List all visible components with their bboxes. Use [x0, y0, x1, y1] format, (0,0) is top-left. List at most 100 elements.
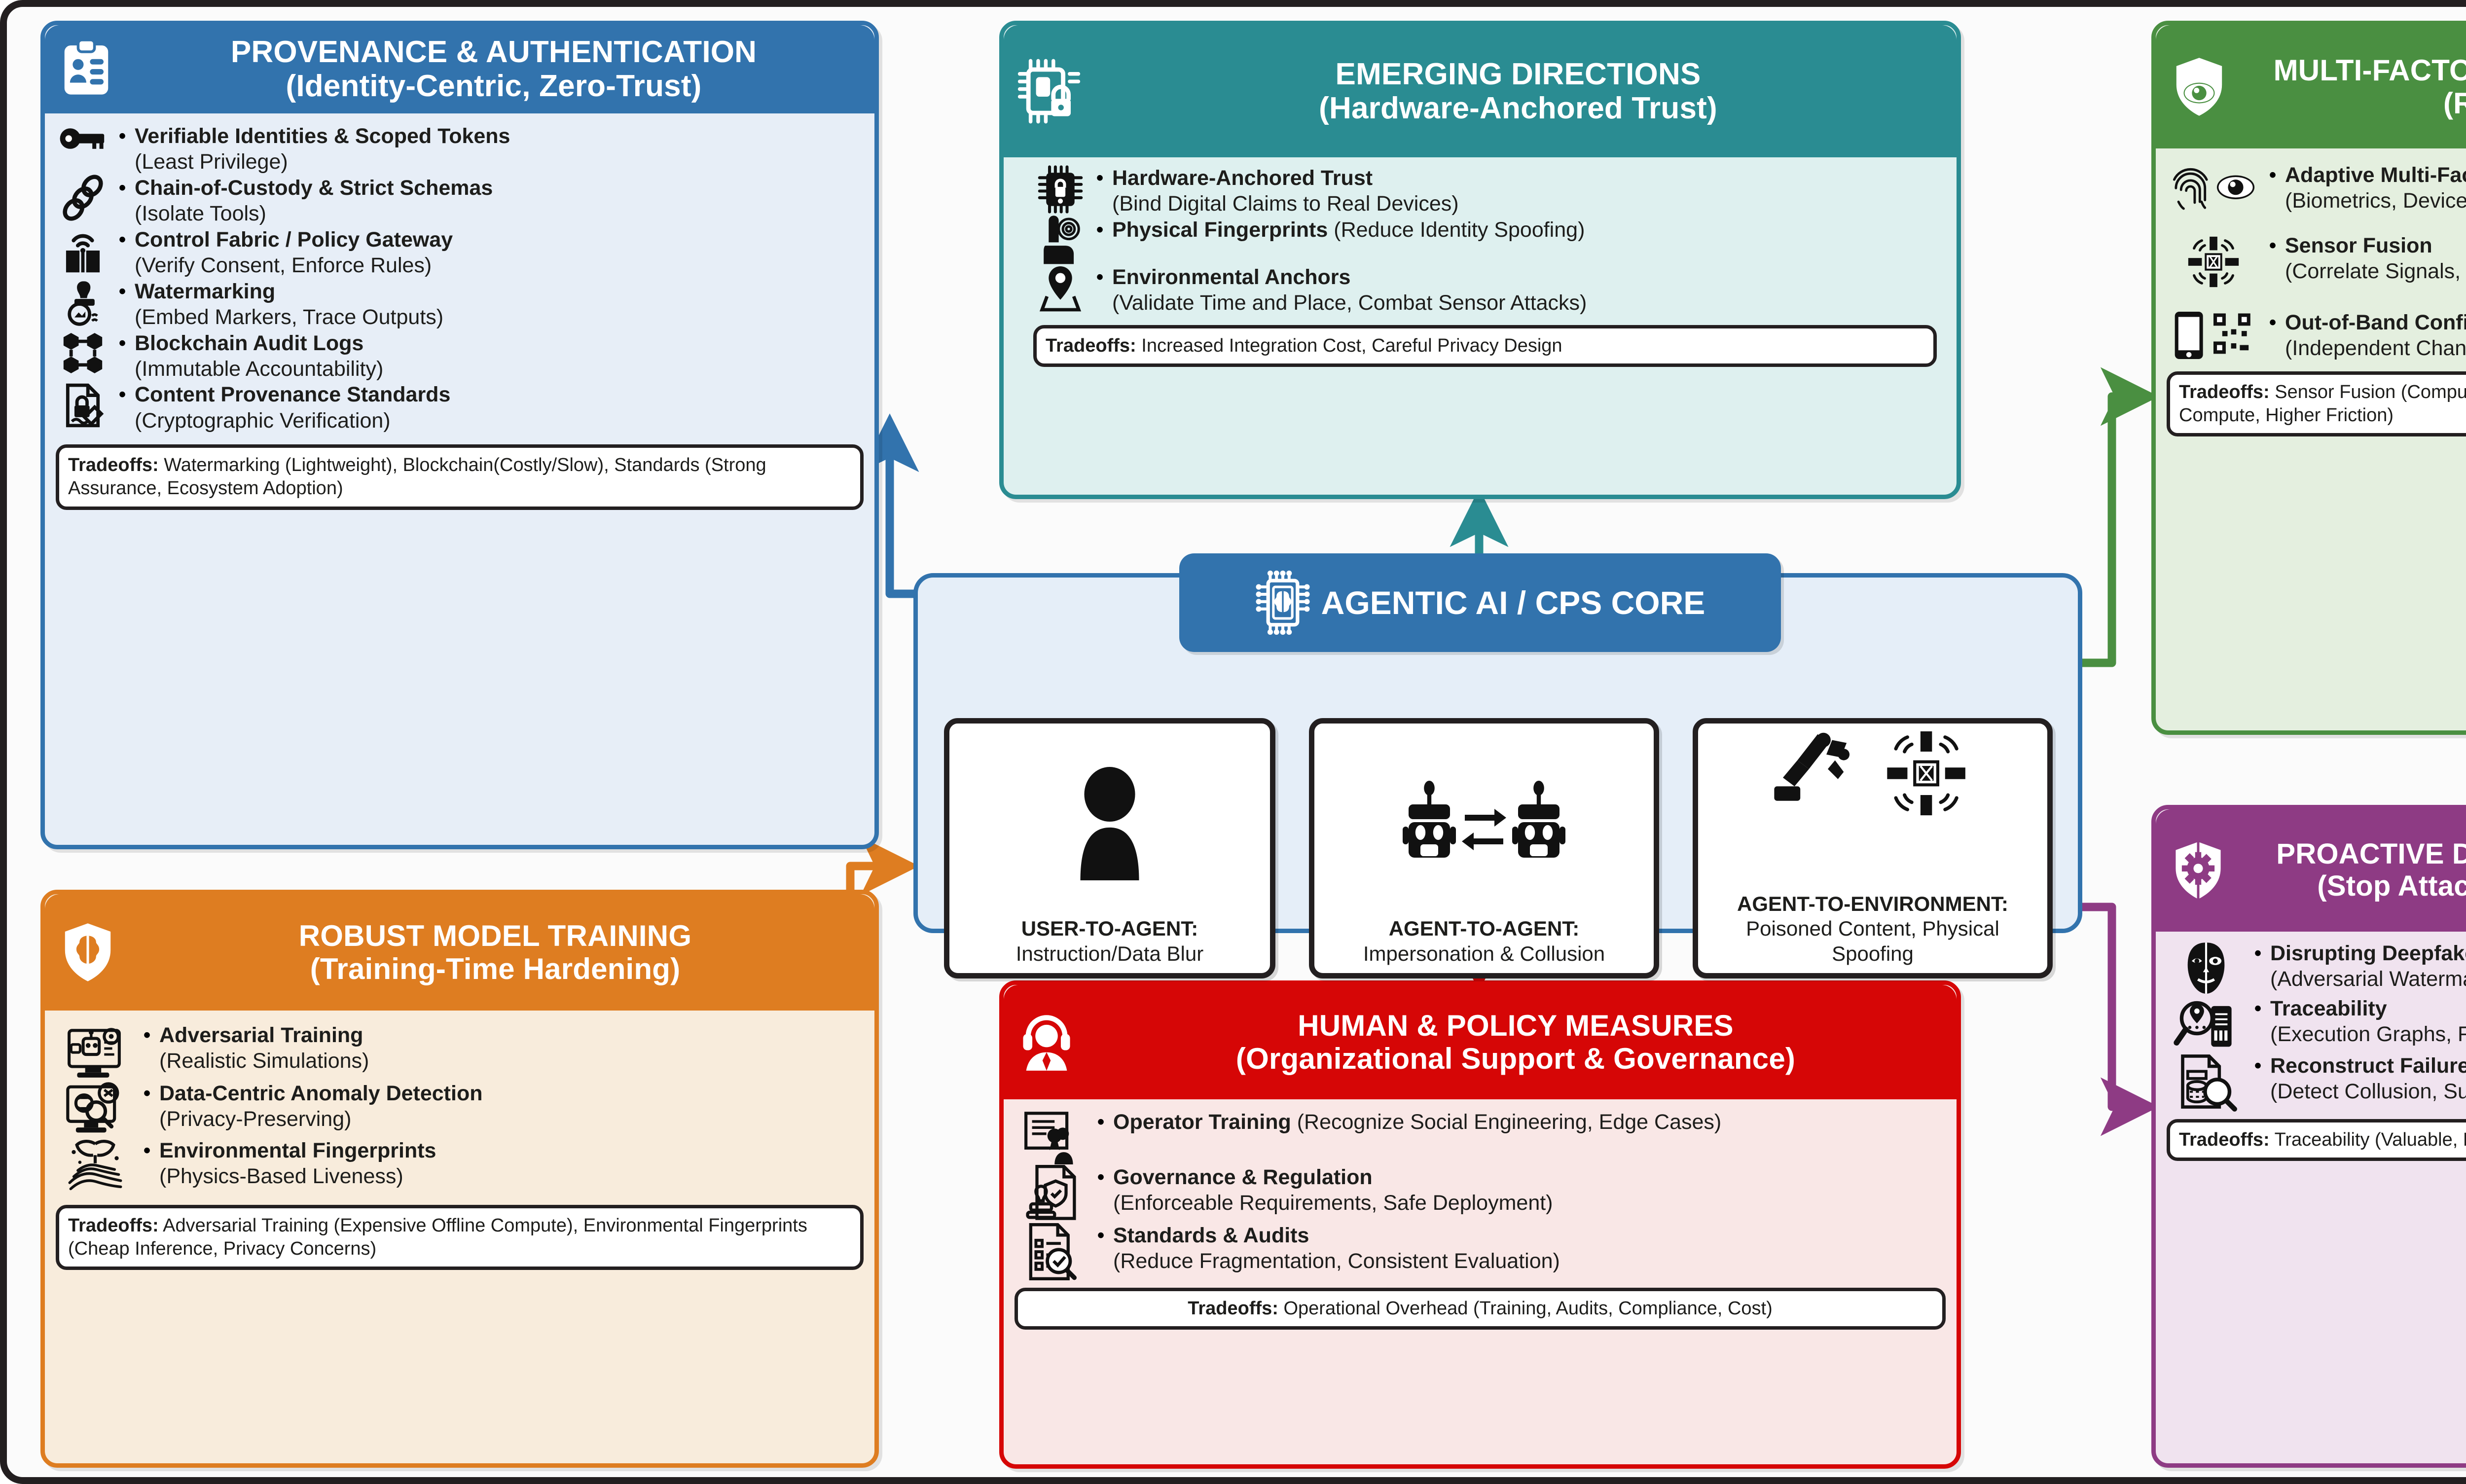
panel-body: • Adversarial Training (Realistic Simula… — [45, 1011, 874, 1279]
list-item-text: Verifiable Identities & Scoped Tokens (L… — [135, 123, 864, 175]
attack-surface-agent-to-agent[interactable]: AGENT-TO-AGENT: Impersonation & Collusio… — [1309, 718, 1659, 978]
tradeoffs-label: Tradeoffs: — [68, 1215, 159, 1236]
item-detail: (Least Privilege) — [135, 150, 288, 174]
list-item[interactable]: • Governance & Regulation (Enforceable R… — [1015, 1164, 1946, 1223]
panel-title: PROACTIVE DEFENSES & TRACEABILITY — [2276, 838, 2466, 870]
bullet-marker: • — [1096, 166, 1104, 190]
list-item[interactable]: • Blockchain Audit Logs (Immutable Accou… — [56, 330, 864, 382]
list-item-text: Reconstruct Failures (Detect Collusion, … — [2270, 1053, 2466, 1105]
attack-surface-agent-to-environment[interactable]: AGENT-TO-ENVIRONMENT: Poisoned Content, … — [1693, 718, 2053, 978]
list-item-text: Chain-of-Custody & Strict Schemas (Isola… — [135, 175, 864, 227]
tradeoffs-box: Tradeoffs: Increased Integration Cost, C… — [1033, 325, 1937, 367]
list-item-text: Adversarial Training (Realistic Simulati… — [159, 1022, 864, 1074]
bullet-marker: • — [143, 1023, 151, 1047]
item-title: Adaptive Multi-Factor Checks — [2285, 163, 2466, 187]
list-item[interactable]: • Sensor Fusion (Correlate Signals, Spot… — [2167, 233, 2466, 291]
list-item[interactable]: • Reconstruct Failures (Detect Collusion… — [2167, 1053, 2466, 1112]
item-title: Chain-of-Custody & Strict Schemas — [135, 176, 493, 200]
attack-surface-caption: AGENT-TO-AGENT: Impersonation & Collusio… — [1363, 916, 1605, 966]
map-pin-icon — [1033, 264, 1088, 312]
list-item-text: Physical Fingerprints (Reduce Identity S… — [1112, 217, 1937, 243]
panel-body: • Verifiable Identities & Scoped Tokens … — [45, 113, 874, 519]
tradeoffs-label: Tradeoffs: — [68, 455, 159, 476]
panel-subtitle: (Hardware-Anchored Trust) — [1319, 91, 1717, 125]
item-detail: (Recognize Social Engineering, Edge Case… — [1297, 1110, 1722, 1134]
person-icon — [954, 730, 1265, 916]
attack-surface-user-to-agent[interactable]: USER-TO-AGENT: Instruction/Data Blur — [944, 718, 1275, 978]
agentic-ai-cps-core[interactable]: AGENTIC AI / CPS CORE — [1179, 553, 1781, 652]
bullet-marker: • — [1096, 217, 1104, 242]
list-item[interactable]: • Verifiable Identities & Scoped Tokens … — [56, 123, 864, 175]
robot-monitor-gear-icon — [56, 1022, 135, 1081]
bullet-marker: • — [118, 279, 126, 303]
list-item-text: Blockchain Audit Logs (Immutable Account… — [135, 330, 864, 382]
checklist-audit-icon — [1015, 1223, 1088, 1281]
document-magnifier-icon — [2167, 1053, 2246, 1112]
panel-title: MULTI-FACTOR & CONTEXT VALIDATION — [2273, 53, 2466, 87]
item-detail: (Correlate Signals, Spot Mismatches) — [2285, 259, 2466, 284]
bullet-list: • Verifiable Identities & Scoped Tokens … — [56, 121, 864, 434]
list-item[interactable]: • Adaptive Multi-Factor Checks (Biometri… — [2167, 162, 2466, 214]
attack-surface-key: AGENT-TO-AGENT: — [1388, 917, 1580, 941]
list-item-text: Environmental Fingerprints (Physics-Base… — [159, 1138, 864, 1190]
list-item[interactable]: • Hardware-Anchored Trust (Bind Digital … — [1033, 165, 1937, 217]
list-item[interactable]: • Operator Training (Recognize Social En… — [1015, 1109, 1946, 1164]
panel-provenance-authentication[interactable]: PROVENANCE & AUTHENTICATION (Identity-Ce… — [40, 21, 879, 849]
panel-human-policy-measures[interactable]: HUMAN & POLICY MEASURES (Organizational … — [999, 980, 1961, 1469]
panel-proactive-defenses-traceability[interactable]: PROACTIVE DEFENSES & TRACEABILITY (Stop … — [2151, 805, 2466, 1468]
item-detail: (Reduce Fragmentation, Consistent Evalua… — [1113, 1249, 1560, 1273]
tradeoffs-label: Tradeoffs: — [1046, 335, 1136, 356]
item-title: Watermarking — [135, 279, 276, 303]
blockchain-blocks-icon — [56, 330, 110, 376]
item-detail: (Biometrics, Device Signals, Environment… — [2285, 189, 2466, 213]
chip-lock-icon — [1033, 165, 1088, 214]
watermark-stamp-icon — [56, 279, 110, 326]
list-item-text: Adaptive Multi-Factor Checks (Biometrics… — [2285, 162, 2466, 214]
panel-multifactor-context-validation[interactable]: MULTI-FACTOR & CONTEXT VALIDATION (Resis… — [2151, 21, 2466, 735]
item-title: Disrupting Deepfake Creation — [2270, 941, 2466, 965]
list-item[interactable]: • Content Provenance Standards (Cryptogr… — [56, 382, 864, 434]
list-item[interactable]: • Watermarking (Embed Markers, Trace Out… — [56, 279, 864, 330]
list-item[interactable]: • Disrupting Deepfake Creation (Adversar… — [2167, 941, 2466, 996]
panel-subtitle: (Identity-Centric, Zero-Trust) — [286, 69, 702, 104]
item-detail: (Privacy-Preserving) — [159, 1107, 352, 1131]
panel-emerging-directions[interactable]: EMERGING DIRECTIONS (Hardware-Anchored T… — [999, 21, 1961, 499]
list-item-text: Traceability (Execution Graphs, Forensic… — [2270, 996, 2466, 1048]
tradeoffs-box: Tradeoffs: Adversarial Training (Expensi… — [56, 1205, 864, 1270]
item-title: Traceability — [2270, 997, 2387, 1020]
panel-body: • Disrupting Deepfake Creation (Adversar… — [2156, 932, 2466, 1170]
list-item[interactable]: • Environmental Anchors (Validate Time a… — [1033, 264, 1937, 316]
list-item[interactable]: • Control Fabric / Policy Gateway (Verif… — [56, 227, 864, 279]
bullet-list: • Adaptive Multi-Factor Checks (Biometri… — [2167, 156, 2466, 362]
item-title: Out-of-Band Confirmation — [2285, 310, 2466, 334]
tradeoffs-text: Traceability (Valuable, Heavy Storage An… — [2274, 1129, 2466, 1150]
tradeoffs-label: Tradeoffs: — [2179, 1129, 2270, 1150]
item-detail: (Validate Time and Place, Combat Sensor … — [1112, 291, 1587, 315]
bullet-marker: • — [143, 1139, 151, 1162]
cpu-brain-chip-icon — [1255, 570, 1310, 635]
list-item[interactable]: • Out-of-Band Confirmation (Independent … — [2167, 310, 2466, 362]
panel-subtitle: (Stop Attacks, Reconstruct Failures) — [2317, 870, 2466, 902]
item-detail: (Adversarial Watermarking, Raise Attacke… — [2270, 967, 2466, 991]
panel-robust-model-training[interactable]: ROBUST MODEL TRAINING (Training-Time Har… — [40, 890, 879, 1468]
list-item[interactable]: • Standards & Audits (Reduce Fragmentati… — [1015, 1223, 1946, 1281]
item-title: Operator Training — [1113, 1110, 1291, 1134]
list-item[interactable]: • Physical Fingerprints (Reduce Identity… — [1033, 216, 1937, 264]
list-item-text: Environmental Anchors (Validate Time and… — [1112, 264, 1937, 316]
list-item[interactable]: • Data-Centric Anomaly Detection (Privac… — [56, 1081, 864, 1138]
bullet-list: • Hardware-Anchored Trust (Bind Digital … — [1033, 165, 1937, 316]
key-icon — [56, 123, 110, 154]
list-item[interactable]: • Traceability (Execution Graphs, Forens… — [2167, 996, 2466, 1053]
list-item[interactable]: • Environmental Fingerprints (Physics-Ba… — [56, 1138, 864, 1195]
bullet-marker: • — [2254, 997, 2262, 1020]
list-item[interactable]: • Chain-of-Custody & Strict Schemas (Iso… — [56, 175, 864, 227]
list-item[interactable]: • Adversarial Training (Realistic Simula… — [56, 1022, 864, 1081]
tradeoffs-text: Increased Integration Cost, Careful Priv… — [1141, 335, 1562, 356]
robot-arm-sensor-icon — [1703, 728, 2042, 922]
list-item-text: Data-Centric Anomaly Detection (Privacy-… — [159, 1081, 864, 1132]
bullet-marker: • — [2269, 233, 2277, 257]
magnifier-device-trace-icon — [2167, 996, 2246, 1053]
headset-operator-icon — [1017, 1012, 1076, 1073]
bullet-marker: • — [1097, 1165, 1105, 1189]
